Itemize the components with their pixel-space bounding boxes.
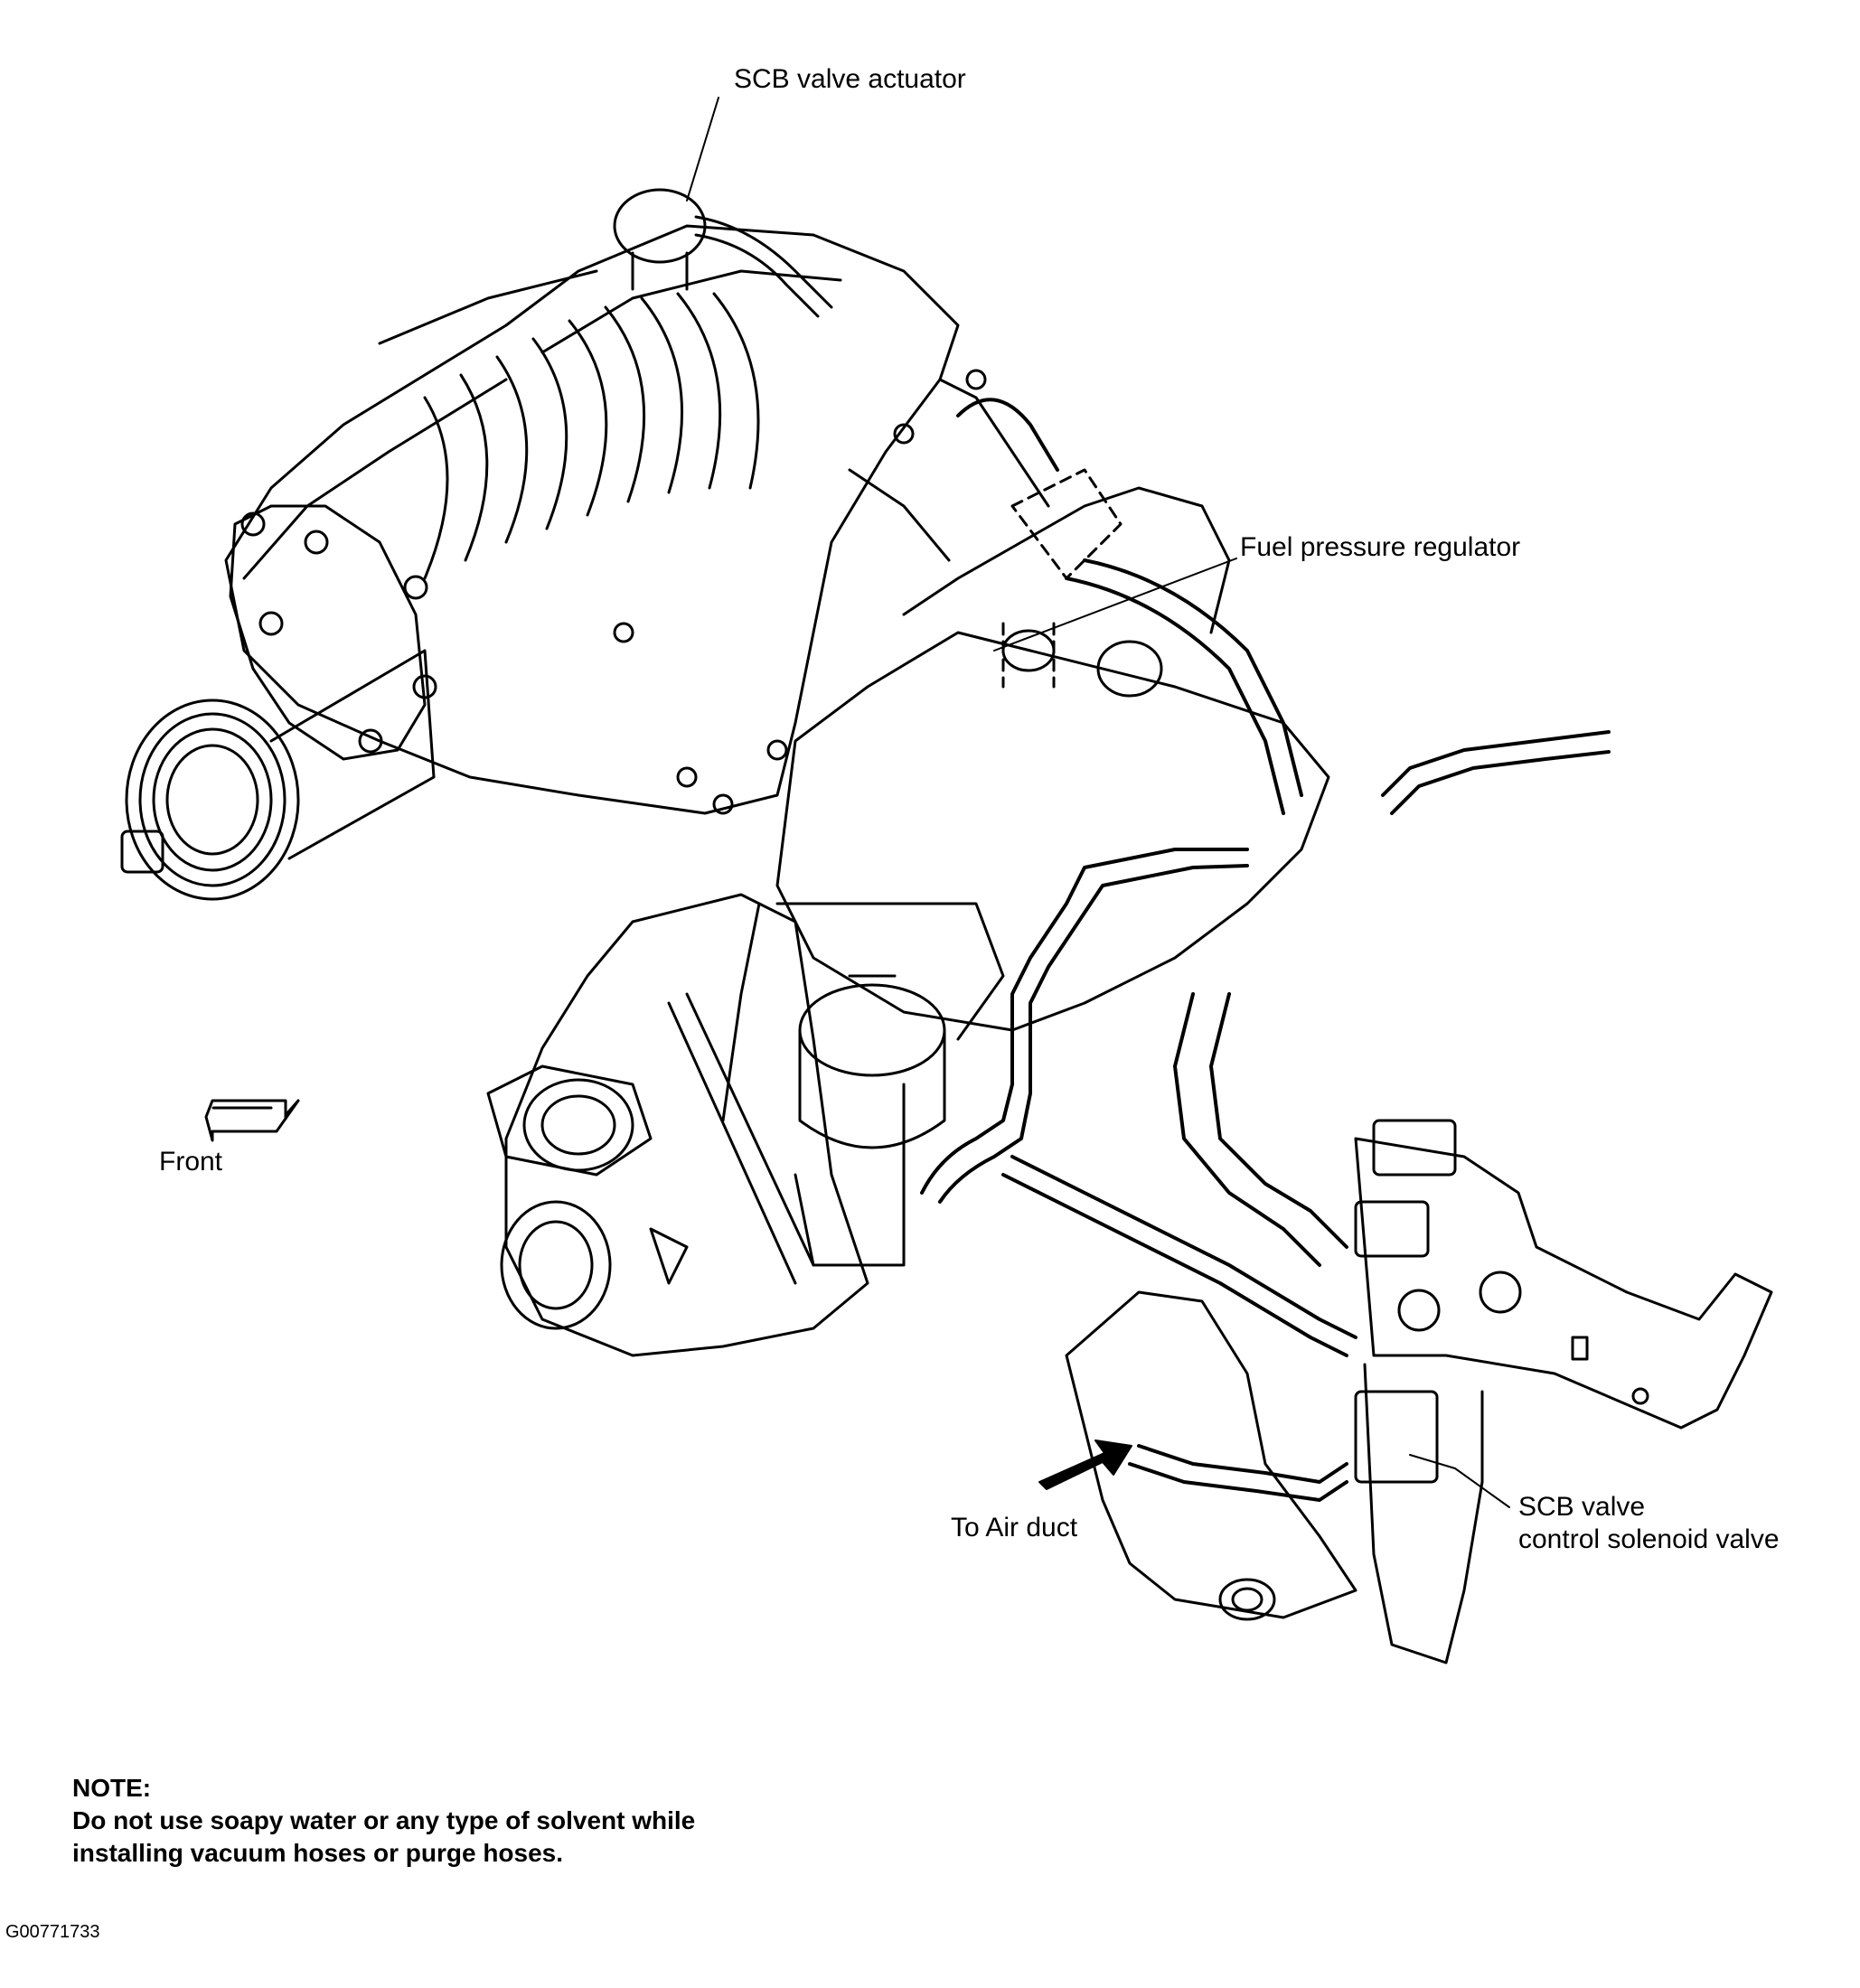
air-duct-arrow-icon [1038, 1439, 1132, 1490]
bracket [1354, 1119, 1773, 1664]
throttle-body [721, 902, 1005, 1267]
scb-actuator-shape [613, 188, 833, 318]
label-scb-solenoid-valve: SCB valve control solenoid valve [1518, 1491, 1780, 1556]
supercharger-body [224, 224, 987, 815]
label-scb-solenoid-line2: control solenoid valve [1518, 1524, 1780, 1554]
note-block: NOTE: Do not use soapy water or any type… [72, 1772, 695, 1869]
pulley [120, 649, 436, 901]
figure-id: G00771733 [5, 1922, 100, 1942]
label-front: Front [159, 1147, 223, 1177]
note-line-1: Do not use soapy water or any type of so… [72, 1805, 696, 1834]
vacuum-hoses [920, 398, 1611, 1502]
leader-lines [686, 97, 1510, 1508]
label-scb-valve-actuator: SCB valve actuator [734, 64, 966, 94]
label-to-air-duct: To Air duct [951, 1513, 1078, 1543]
label-fuel-pressure-regulator: Fuel pressure regulator [1240, 532, 1521, 562]
engine-lower [486, 893, 869, 1357]
note-line-2: installing vacuum hoses or purge hoses. [72, 1838, 564, 1867]
note-heading: NOTE: [72, 1774, 152, 1802]
air-duct [1065, 1290, 1357, 1621]
front-arrow-icon [204, 1099, 300, 1142]
label-scb-solenoid-line1: SCB valve [1518, 1492, 1646, 1522]
